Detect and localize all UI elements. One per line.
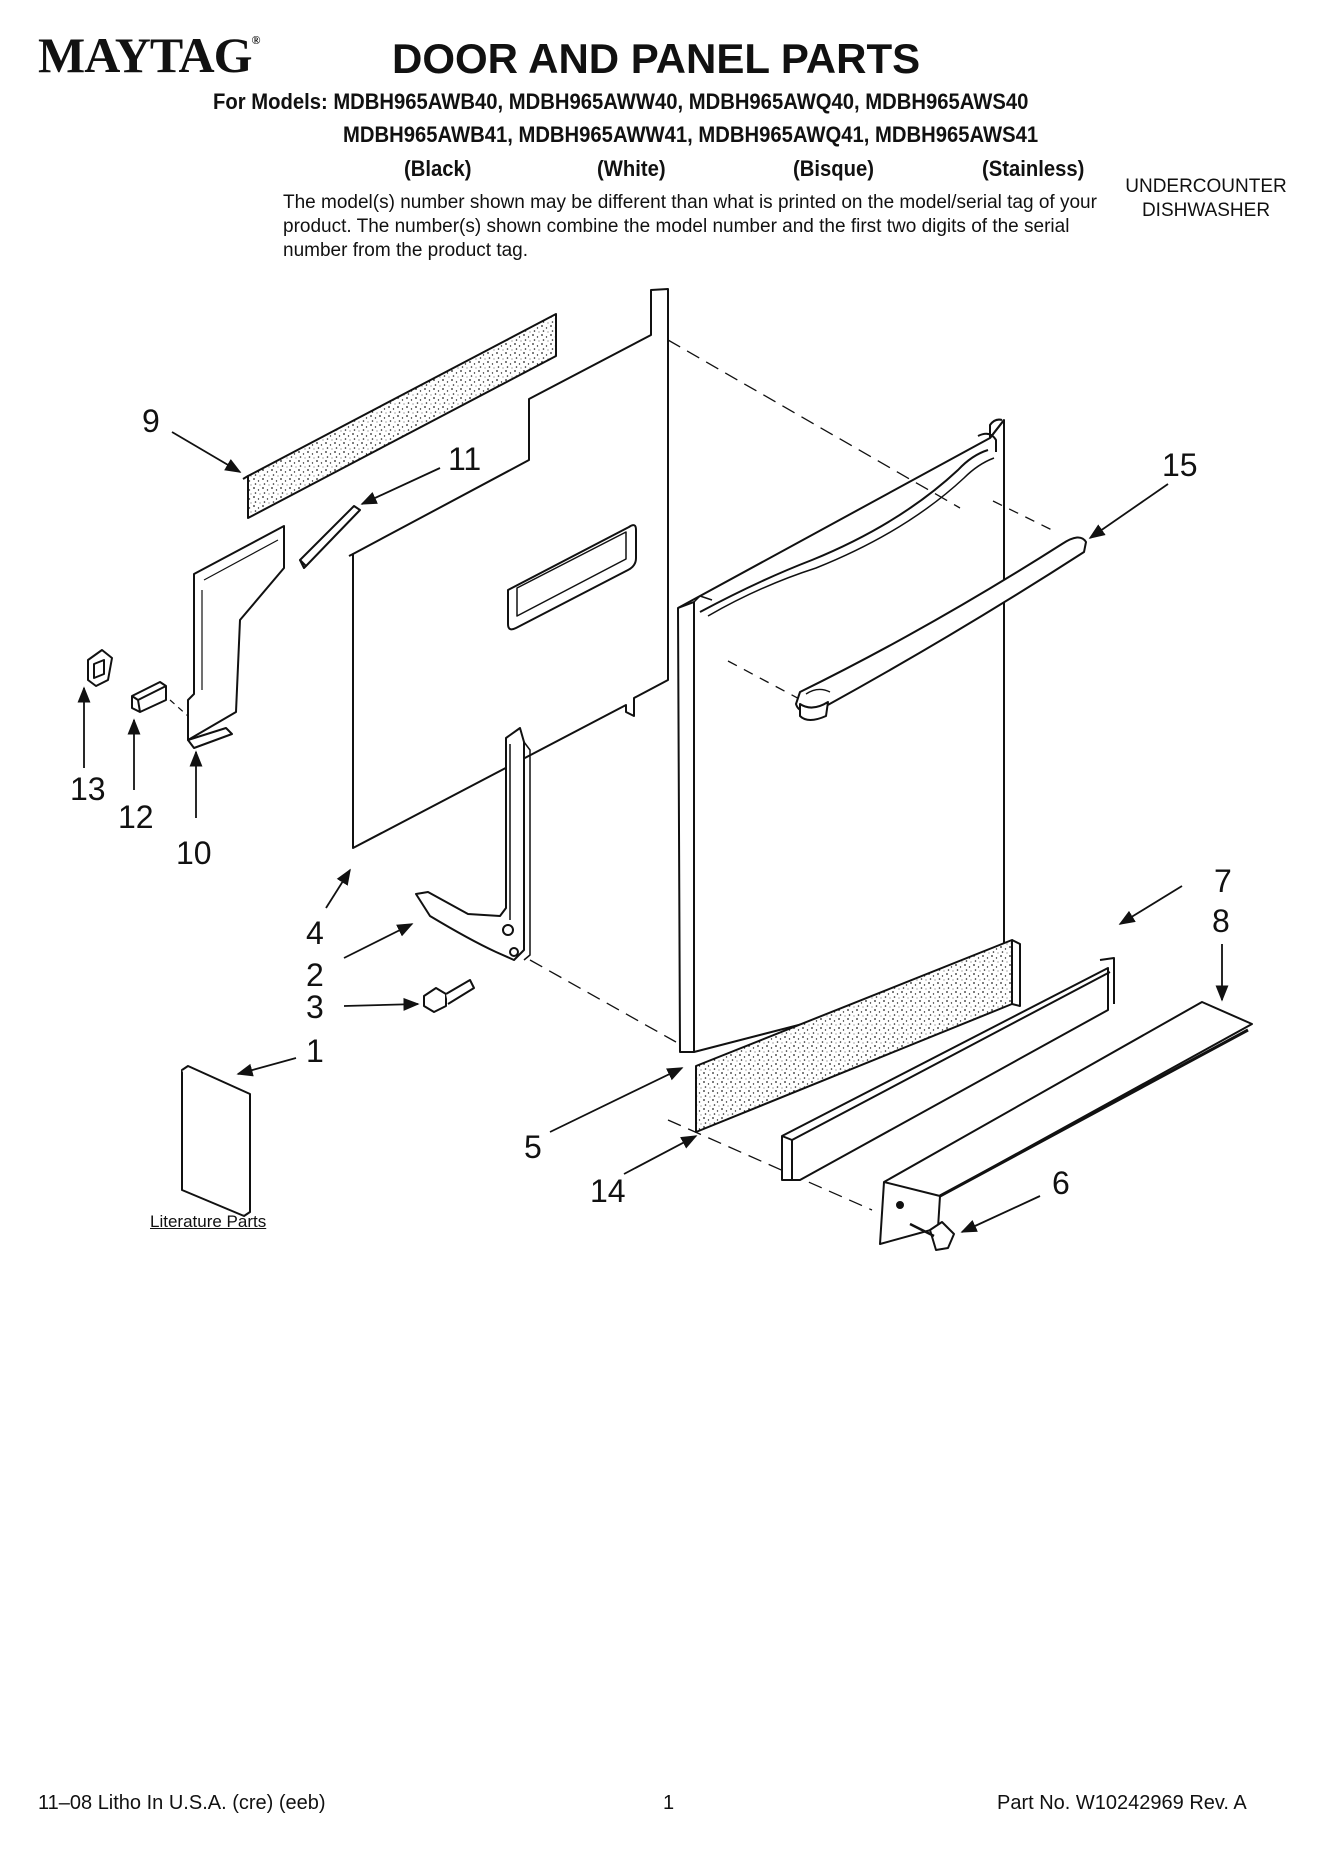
registered-mark: ® — [251, 33, 260, 47]
brand-logo: MAYTAG® — [38, 27, 260, 83]
callout-1: 1 — [306, 1033, 324, 1069]
model-note: The model(s) number shown may be differe… — [283, 192, 1097, 261]
clip-13 — [87, 649, 113, 687]
color-black: (Black) — [404, 156, 472, 181]
callout-15: 15 — [1162, 447, 1198, 483]
callout-13: 13 — [70, 771, 106, 807]
page-number: 1 — [663, 1792, 675, 1814]
callout-7: 7 — [1214, 863, 1232, 899]
inner-door-panel — [348, 288, 669, 849]
print-info: 11–08 Litho In U.S.A. (cre) (eeb) — [38, 1792, 326, 1814]
models-line-1: For Models: MDBH965AWB40, MDBH965AWW40, … — [213, 89, 1029, 114]
callout-8: 8 — [1212, 903, 1230, 939]
color-stainless: (Stainless) — [982, 156, 1085, 181]
callout-14: 14 — [590, 1173, 626, 1209]
screw-3 — [423, 979, 475, 1013]
outer-door-panel — [529, 339, 1053, 1211]
spacer-block-11 — [299, 505, 361, 569]
callout-5: 5 — [524, 1129, 542, 1165]
literature-parts — [181, 1065, 251, 1217]
callout-3: 3 — [306, 989, 324, 1025]
screw-6 — [909, 1221, 955, 1251]
callout-12: 12 — [118, 799, 154, 835]
door-handle — [795, 536, 1087, 721]
page-title: DOOR AND PANEL PARTS — [392, 35, 921, 82]
callout-9: 9 — [142, 403, 160, 439]
callout-4: 4 — [306, 915, 324, 951]
insulation-strip-bottom — [695, 939, 1021, 1133]
part-number: Part No. W10242969 Rev. A — [997, 1792, 1247, 1814]
callout-6: 6 — [1052, 1165, 1070, 1201]
brand-name: MAYTAG — [38, 27, 252, 83]
color-bisque: (Bisque) — [793, 156, 874, 181]
product-type: UNDERCOUNTER DISHWASHER — [1125, 176, 1287, 221]
callout-10: 10 — [176, 835, 212, 871]
hinge-bracket — [415, 727, 531, 961]
literature-caption: Literature Parts — [150, 1212, 267, 1231]
toe-kick-plate — [781, 957, 1115, 1181]
insulation-strip-top — [242, 313, 557, 519]
side-bracket-10 — [187, 525, 285, 749]
lower-panel — [879, 1001, 1253, 1245]
callout-leaders — [77, 431, 1229, 1233]
models-line-2: MDBH965AWB41, MDBH965AWW41, MDBH965AWQ41… — [343, 122, 1039, 147]
block-12 — [131, 681, 189, 717]
color-white: (White) — [597, 156, 666, 181]
callout-11: 11 — [448, 441, 481, 477]
callout-2: 2 — [306, 957, 324, 993]
